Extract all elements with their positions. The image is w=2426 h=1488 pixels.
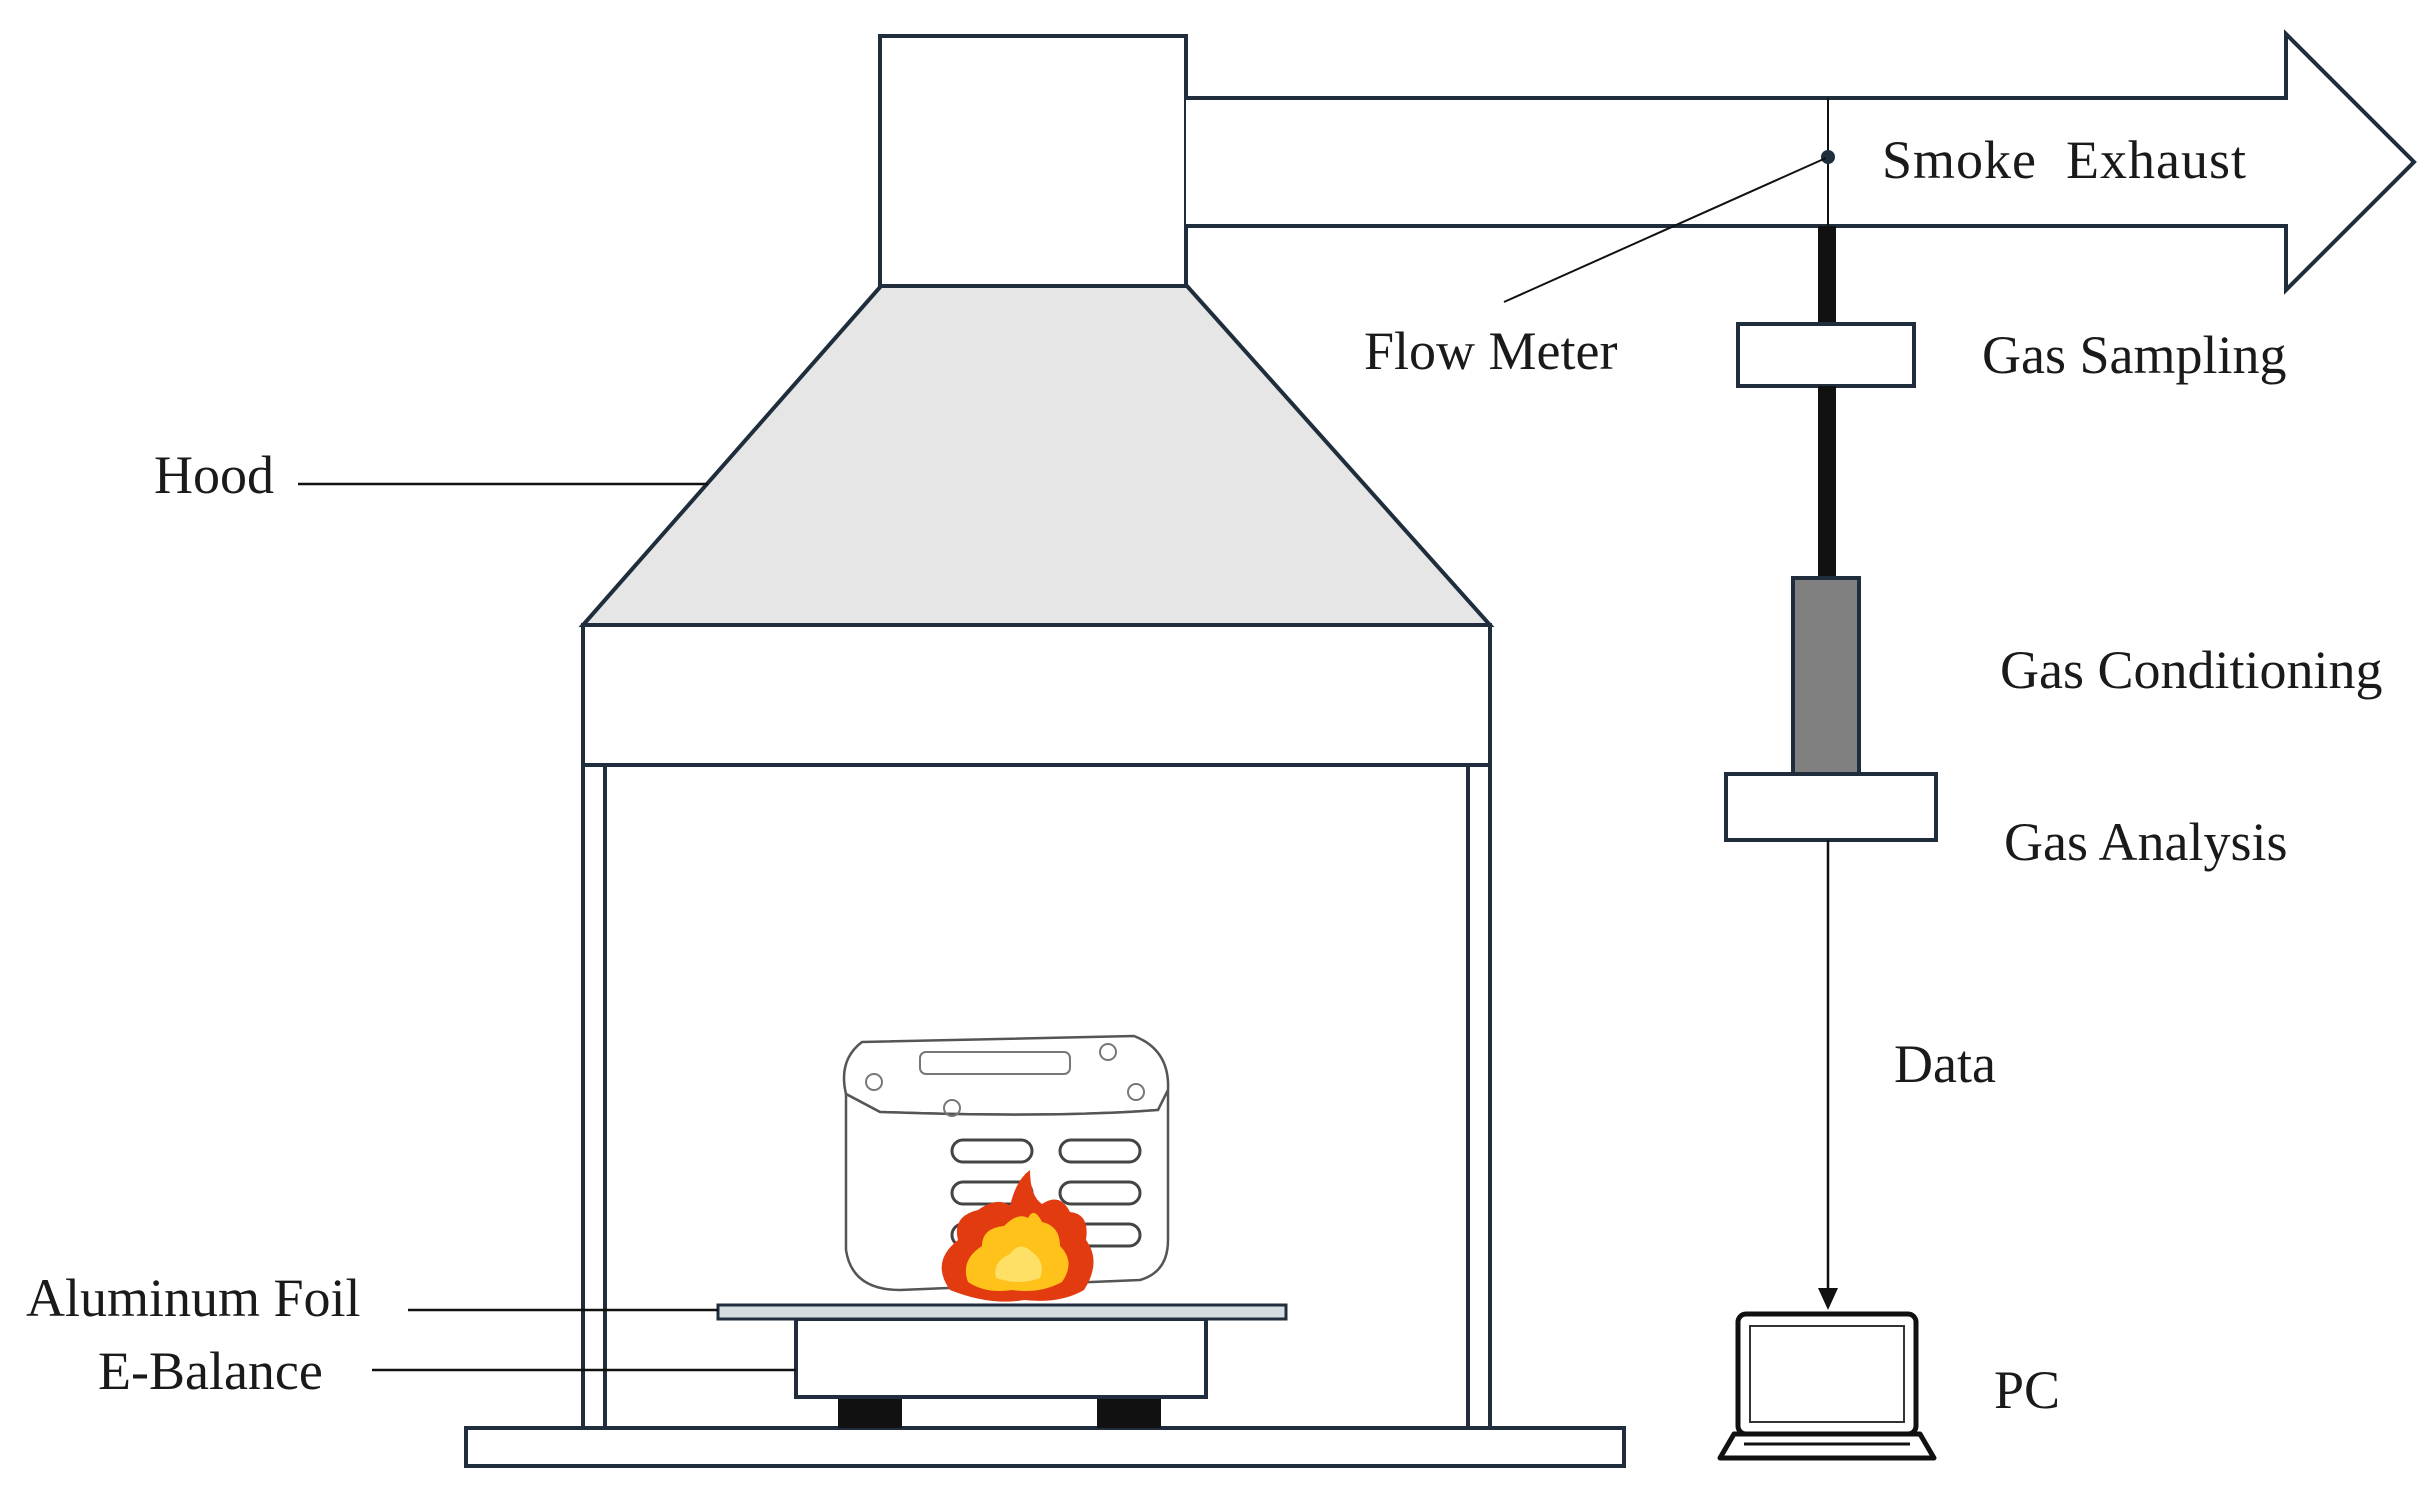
laptop-keyboard-base <box>1717 1431 1937 1461</box>
hood-label: Hood <box>154 445 274 505</box>
device-top-hole-2 <box>1099 1043 1117 1061</box>
smoke-exhaust-arrow <box>1186 29 2417 295</box>
device-top-hole-4 <box>1127 1083 1145 1101</box>
device-top-recess <box>919 1051 1071 1075</box>
laptop-pc-icon <box>1717 1311 1937 1461</box>
flow-meter-point <box>1821 150 1835 164</box>
flow-meter-label: Flow Meter <box>1364 321 1617 381</box>
data-arrowhead <box>1818 1288 1838 1310</box>
pc-label: PC <box>1994 1360 2060 1420</box>
test-specimen-device <box>842 1034 1170 1292</box>
data-label: Data <box>1894 1034 1996 1094</box>
balance-foot-right <box>1097 1397 1161 1428</box>
e-balance <box>794 1317 1208 1399</box>
vent-slot <box>950 1138 1034 1164</box>
device-top <box>842 1034 1170 1116</box>
smoke-exhaust-label: Smoke Exhaust <box>1882 130 2247 190</box>
aluminum-foil <box>716 1303 1288 1321</box>
left-post <box>581 763 607 1430</box>
gas-sampling-box <box>1736 322 1916 388</box>
balance-foot-left <box>838 1397 902 1428</box>
base-plate <box>464 1426 1626 1468</box>
e-balance-label: E-Balance <box>98 1341 323 1401</box>
aluminum-foil-label: Aluminum Foil <box>26 1268 361 1328</box>
gas-analysis-label: Gas Analysis <box>2004 812 2288 872</box>
flame <box>941 1170 1094 1302</box>
sampling-pipe-upper <box>1818 226 1836 324</box>
flame-core <box>995 1246 1042 1282</box>
sampling-pipe-lower <box>1818 386 1836 578</box>
gas-conditioning-label: Gas Conditioning <box>2000 640 2383 700</box>
flow-meter-leader <box>1503 157 1827 303</box>
laptop-screen <box>1749 1325 1905 1423</box>
hood-band <box>581 623 1492 767</box>
hood-cone <box>578 284 1495 627</box>
gas-conditioning-unit <box>1791 576 1861 776</box>
device-vent-slots <box>950 1138 1142 1248</box>
gas-analysis-box <box>1724 772 1938 842</box>
device-top-hole-1 <box>865 1073 883 1091</box>
vent-slot <box>1058 1180 1142 1206</box>
gas-sampling-label: Gas Sampling <box>1982 325 2287 385</box>
right-post <box>1466 763 1492 1430</box>
vent-slot <box>1058 1138 1142 1164</box>
exhaust-duct-box <box>878 34 1188 288</box>
device-top-hole-3 <box>943 1099 961 1117</box>
